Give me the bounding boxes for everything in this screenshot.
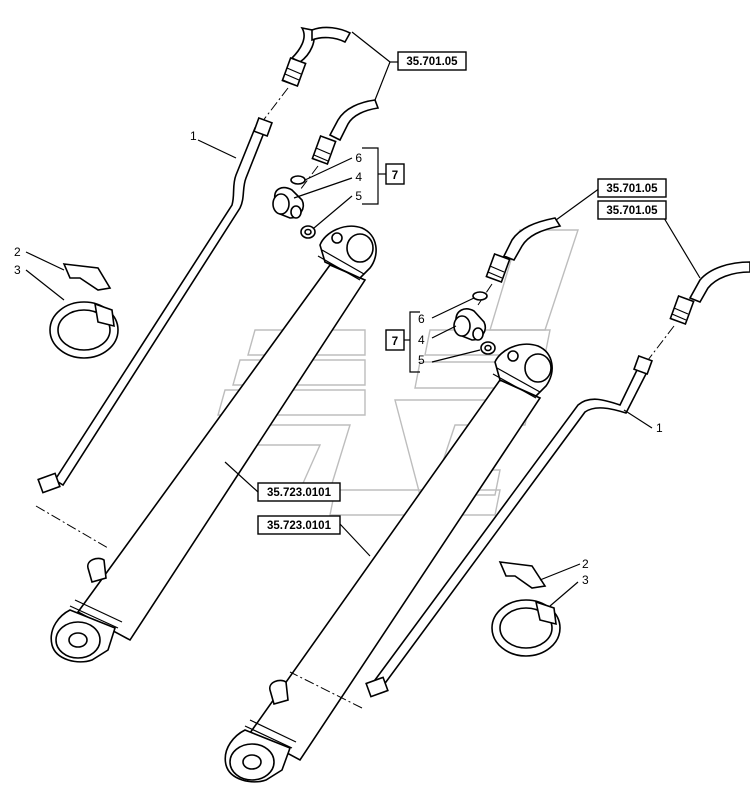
callout-4-right: 4	[418, 333, 425, 347]
callout-3-left: 3	[14, 263, 21, 277]
kit-bracket-left: 7	[293, 147, 405, 229]
callout-4-left: 4	[355, 170, 362, 184]
callout-6-left: 6	[355, 151, 362, 165]
kit-bracket-right: 7	[385, 297, 481, 373]
svg-text:35.701.05: 35.701.05	[606, 183, 658, 195]
protective-cover-2-left	[62, 263, 112, 291]
svg-text:7: 7	[392, 170, 398, 182]
kit-label-right[interactable]	[385, 329, 405, 351]
ref-box-hose-right-a[interactable]: 35.701.05	[555, 178, 667, 221]
callout-2-right: 2	[582, 557, 589, 571]
svg-text:35.701.05: 35.701.05	[606, 205, 658, 217]
ref-box-hose-right-b[interactable]: 35.701.05	[597, 200, 701, 279]
elbow-fitting-4-left	[272, 186, 305, 219]
oring-5-right-hole	[484, 344, 492, 352]
oring-5-left-hole	[304, 228, 312, 236]
callout-6-right: 6	[418, 312, 425, 326]
hose-clamp-3-right	[491, 599, 561, 657]
hydraulic-pipe-1-right	[365, 355, 653, 698]
hose-top-left	[261, 26, 352, 123]
hydraulic-cylinder-right	[224, 343, 553, 783]
elbow-fitting-4-right	[453, 308, 487, 341]
kit-label-left[interactable]	[385, 163, 405, 185]
oring-6-right	[472, 291, 488, 301]
centerline-right-pipe	[289, 671, 363, 709]
hydraulic-pipe-1-left	[37, 117, 273, 494]
callout-1-left: 1	[190, 129, 197, 143]
hose-lower-left	[299, 99, 380, 191]
svg-text:35.723.0101: 35.723.0101	[267, 520, 332, 532]
ref-box-cylinder-b[interactable]: 35.723.0101	[257, 515, 371, 557]
oring-6-left	[290, 175, 306, 185]
svg-text:35.701.05: 35.701.05	[406, 56, 458, 68]
ref-box-cylinder-a[interactable]: 35.723.0101	[224, 461, 341, 502]
callout-3-right: 3	[582, 573, 589, 587]
protective-cover-2-right	[498, 561, 547, 589]
hose-right-far	[647, 261, 750, 361]
svg-text:35.723.0101: 35.723.0101	[267, 487, 332, 499]
centerline-left-pipe	[35, 505, 109, 549]
hose-clamp-3-left	[49, 301, 119, 359]
hose-right-upper	[477, 217, 562, 306]
callout-1-right: 1	[656, 421, 663, 435]
callout-5-left: 5	[355, 189, 362, 203]
callout-5-right: 5	[418, 353, 425, 367]
svg-text:7: 7	[392, 336, 398, 348]
ref-box-hose-top-left[interactable]: 35.701.05	[351, 31, 467, 101]
callout-2-left: 2	[14, 245, 21, 259]
hydraulic-cylinder-left	[50, 225, 377, 663]
